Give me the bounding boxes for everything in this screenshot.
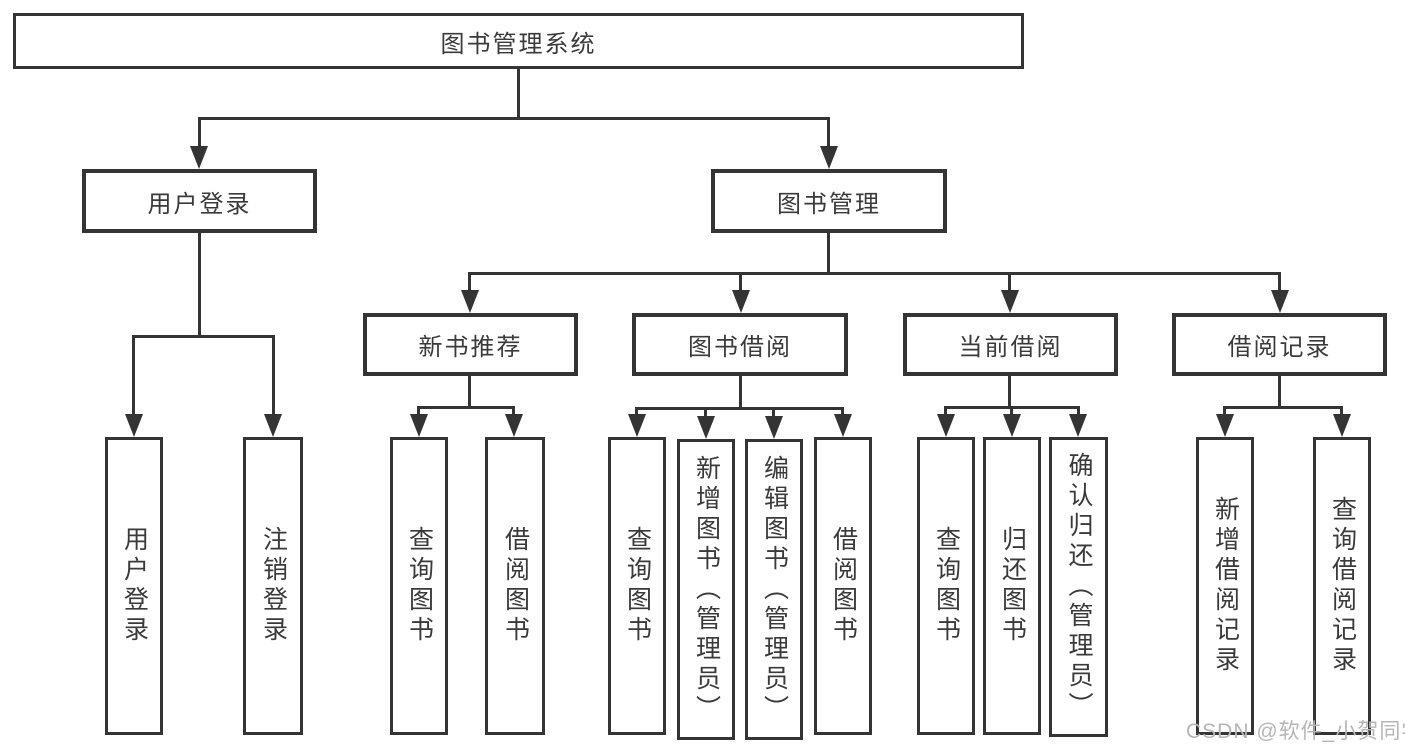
node-new-book-recommend: 新书推荐 — [363, 313, 578, 376]
leaf-add-book-admin: 新增图书（管理员） — [677, 439, 735, 740]
connector-line — [827, 233, 830, 275]
connector-line — [1008, 272, 1011, 293]
arrowhead-icon — [1069, 414, 1087, 437]
connector-line — [468, 272, 471, 293]
node-label: 图书借阅 — [688, 334, 792, 361]
connector-line — [272, 335, 275, 417]
connector-line — [1008, 376, 1011, 408]
node-label: 新书推荐 — [418, 334, 523, 361]
leaf-label: 查询图书 — [623, 526, 652, 646]
arrowhead-icon — [1216, 414, 1234, 437]
node-label: 用户登录 — [147, 190, 252, 218]
leaf-borrow-books: 借阅图书 — [814, 437, 872, 735]
arrowhead-icon — [820, 146, 838, 169]
leaf-label: 新增借阅记录 — [1211, 496, 1240, 676]
node-library-system: 图书管理系统 — [13, 13, 1024, 69]
arrowhead-icon — [410, 414, 428, 437]
node-book-borrow: 图书借阅 — [632, 313, 848, 376]
node-label: 当前借阅 — [958, 334, 1063, 361]
leaf-label: 查询图书 — [405, 526, 434, 646]
connector-line — [132, 335, 275, 338]
node-book-management: 图书管理 — [711, 169, 947, 233]
connector-line — [198, 233, 201, 337]
arrowhead-icon — [1001, 290, 1019, 313]
leaf-query-books-recommend: 查询图书 — [390, 437, 448, 735]
arrowhead-icon — [264, 414, 282, 437]
arrowhead-icon — [697, 416, 715, 439]
connector-line — [198, 117, 201, 149]
node-borrow-records: 借阅记录 — [1172, 313, 1387, 376]
leaf-edit-book-admin: 编辑图书（管理员） — [745, 439, 803, 740]
connector-line — [635, 407, 638, 418]
leaf-label: 注销登录 — [259, 526, 288, 646]
connector-line — [1077, 406, 1080, 418]
leaf-logout-login: 注销登录 — [243, 437, 303, 735]
arrowhead-icon — [628, 414, 646, 437]
leaf-label: 新增图书（管理员） — [692, 454, 721, 725]
connector-line — [198, 117, 830, 120]
node-user-login: 用户登录 — [82, 169, 317, 233]
watermark: CSDN @软件_小贺同学 — [1186, 720, 1405, 743]
arrowhead-icon — [505, 414, 523, 437]
leaf-confirm-return-admin: 确认归还（管理员） — [1049, 437, 1108, 737]
node-label: 图书管理 — [777, 190, 881, 218]
leaf-query-borrow-record: 查询借阅记录 — [1313, 437, 1371, 735]
node-label: 图书管理系统 — [440, 30, 597, 58]
arrowhead-icon — [125, 414, 143, 437]
leaf-label: 借阅图书 — [829, 526, 858, 646]
connector-line — [635, 407, 844, 410]
node-current-borrow: 当前借阅 — [903, 313, 1118, 376]
connector-line — [944, 406, 947, 418]
arrowhead-icon — [765, 416, 783, 439]
connector-line — [827, 117, 830, 149]
connector-line — [468, 272, 1281, 275]
arrowhead-icon — [937, 414, 955, 437]
arrowhead-icon — [1333, 414, 1351, 437]
connector-line — [512, 406, 515, 418]
connector-line — [132, 335, 135, 417]
connector-line — [1010, 406, 1013, 418]
arrowhead-icon — [1003, 414, 1021, 437]
leaf-user-login: 用户登录 — [105, 437, 163, 735]
connector-line — [517, 69, 520, 119]
arrowhead-icon — [190, 146, 208, 169]
connector-line — [1278, 376, 1281, 408]
connector-line — [468, 376, 471, 409]
connector-line — [739, 376, 742, 410]
connector-line — [417, 406, 420, 418]
node-label: 借阅记录 — [1227, 334, 1332, 361]
connector-line — [704, 407, 707, 418]
arrowhead-icon — [834, 414, 852, 437]
arrowhead-icon — [461, 290, 479, 313]
leaf-borrow-books-recommend: 借阅图书 — [485, 437, 545, 735]
arrowhead-icon — [1271, 290, 1289, 313]
leaf-label: 编辑图书（管理员） — [760, 454, 789, 725]
connector-line — [841, 407, 844, 418]
leaf-label: 用户登录 — [120, 526, 149, 646]
leaf-label: 确认归还（管理员） — [1065, 452, 1093, 722]
connector-line — [1340, 406, 1343, 418]
leaf-return-books: 归还图书 — [983, 437, 1041, 735]
arrowhead-icon — [732, 290, 750, 313]
leaf-query-books-borrow: 查询图书 — [608, 437, 666, 735]
connector-line — [1223, 406, 1343, 409]
connector-line — [417, 406, 515, 409]
connector-line — [772, 407, 775, 418]
leaf-label: 查询图书 — [932, 526, 961, 646]
leaf-add-borrow-record: 新增借阅记录 — [1196, 437, 1254, 735]
connector-line — [1223, 406, 1226, 418]
leaf-label: 借阅图书 — [501, 526, 530, 646]
connector-line — [739, 272, 742, 293]
leaf-label: 查询借阅记录 — [1328, 496, 1357, 676]
leaf-query-books-current: 查询图书 — [917, 437, 975, 735]
leaf-label: 归还图书 — [998, 526, 1027, 646]
connector-line — [1278, 272, 1281, 293]
